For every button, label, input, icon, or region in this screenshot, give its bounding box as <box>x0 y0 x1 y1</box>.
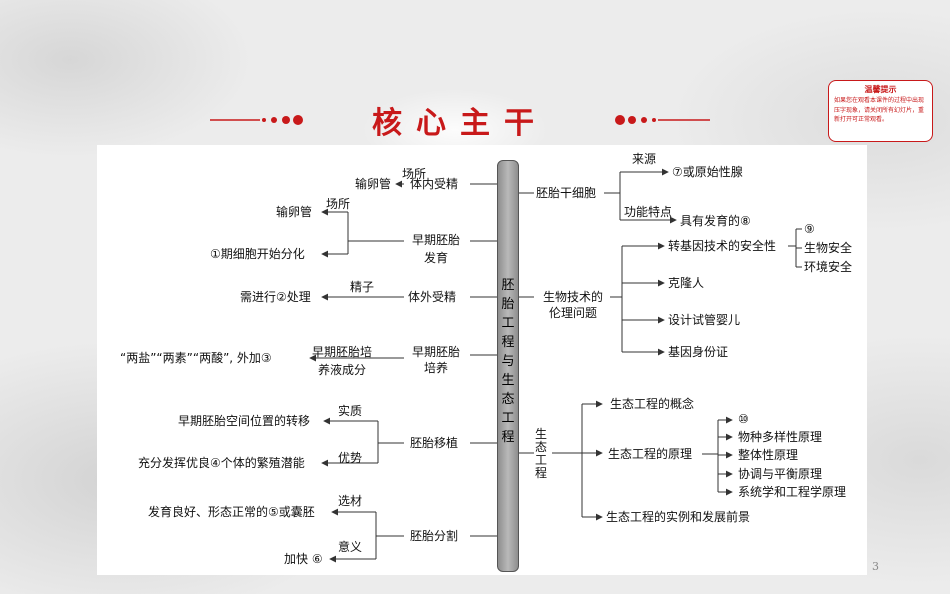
edge-split-material: 选材 <box>338 494 363 508</box>
target-split-significance: 加快 ⑥ <box>284 552 323 566</box>
node-in-vivo: 体内受精 <box>410 177 459 191</box>
principle-species-diversity: 物种多样性原理 <box>738 430 823 444</box>
node-in-vitro: 体外受精 <box>408 290 457 304</box>
principle-coordination-balance: 协调与平衡原理 <box>738 467 823 481</box>
target-oviduct-2: 输卵管 <box>276 205 313 219</box>
safety-item-environment: 环境安全 <box>804 260 853 274</box>
target-medium-components: “两盐”“两素”“两酸”, 外加③ <box>120 351 272 365</box>
principle-systems-engineering: 系统学和工程学原理 <box>738 485 847 499</box>
edge-culture-medium-line2: 养液成分 <box>318 363 367 377</box>
safety-item-bio: 生物安全 <box>804 241 853 255</box>
node-ethics-line2: 伦理问题 <box>548 306 597 320</box>
ethics-item-designer-baby: 设计试管婴儿 <box>668 313 741 327</box>
title-ornament <box>210 115 710 125</box>
edge-transfer-essence: 实质 <box>338 404 363 418</box>
edge-transfer-advantage: 优势 <box>338 451 363 465</box>
node-embryo-splitting: 胚胎分割 <box>410 529 459 543</box>
node-early-embryo-line1: 早期胚胎 <box>411 233 460 247</box>
edge-stem-function: 功能特点 <box>624 205 673 219</box>
target-breeding-potential: 充分发挥优良④个体的繁殖潜能 <box>138 456 305 470</box>
eco-item-concept: 生态工程的概念 <box>610 397 695 411</box>
central-spine <box>497 160 519 572</box>
tip-body: 如果您在观看本课件的过程中出现压字现象，请关闭所有幻灯片，重新打开可正常观看。 <box>834 97 925 123</box>
principle-holism: 整体性原理 <box>738 448 799 462</box>
node-culture-line1: 早期胚胎 <box>411 345 460 359</box>
eco-item-principles: 生态工程的原理 <box>608 447 693 461</box>
node-early-embryo-line2: 发育 <box>423 251 448 265</box>
target-stem-function: 具有发育的⑧ <box>680 214 751 228</box>
ethics-item-gene-id: 基因身份证 <box>668 345 729 359</box>
node-embryonic-stem-cell: 胚胎干细胞 <box>536 186 597 200</box>
target-split-material: 发育良好、形态正常的⑤或囊胚 <box>148 505 315 519</box>
ethics-item-gm-safety: 转基因技术的安全性 <box>668 239 777 253</box>
target-stage-differentiation: ①期细胞开始分化 <box>210 247 305 261</box>
tip-title: 温馨提示 <box>864 85 897 94</box>
node-ecological-engineering: 生 态 工 程 <box>534 427 547 480</box>
page-title: 核心主干 <box>372 106 548 141</box>
principle-10: ⑩ <box>738 412 749 426</box>
edge-culture-medium-line1: 早期胚胎培 <box>312 345 373 359</box>
target-stem-source: ⑦或原始性腺 <box>672 165 743 179</box>
node-embryo-transfer: 胚胎移植 <box>410 436 459 450</box>
edge-in-vivo-place: 场所 <box>402 167 427 181</box>
safety-item-9: ⑨ <box>804 222 815 236</box>
ethics-item-cloning: 克隆人 <box>668 276 705 290</box>
target-oviduct-1: 输卵管 <box>355 177 392 191</box>
node-ethics-line1: 生物技术的 <box>542 290 603 304</box>
tip-box: 温馨提示 如果您在观看本课件的过程中出现压字现象，请关闭所有幻灯片，重新打开可正… <box>828 80 933 142</box>
spine-label: 胚 胎 工 程 与 生 态 工 程 <box>501 278 515 445</box>
node-culture-line2: 培养 <box>423 361 448 375</box>
edge-split-significance: 意义 <box>338 540 363 554</box>
edge-stem-source: 来源 <box>632 152 657 166</box>
eco-item-examples: 生态工程的实例和发展前景 <box>606 510 751 524</box>
target-spatial-transfer: 早期胚胎空间位置的转移 <box>178 414 311 428</box>
edge-sperm: 精子 <box>350 280 375 294</box>
target-sperm-treatment: 需进行②处理 <box>240 290 311 304</box>
edge-early-embryo-place: 场所 <box>326 197 351 211</box>
diagram-panel <box>97 145 867 575</box>
page-number: 3 <box>872 560 879 573</box>
